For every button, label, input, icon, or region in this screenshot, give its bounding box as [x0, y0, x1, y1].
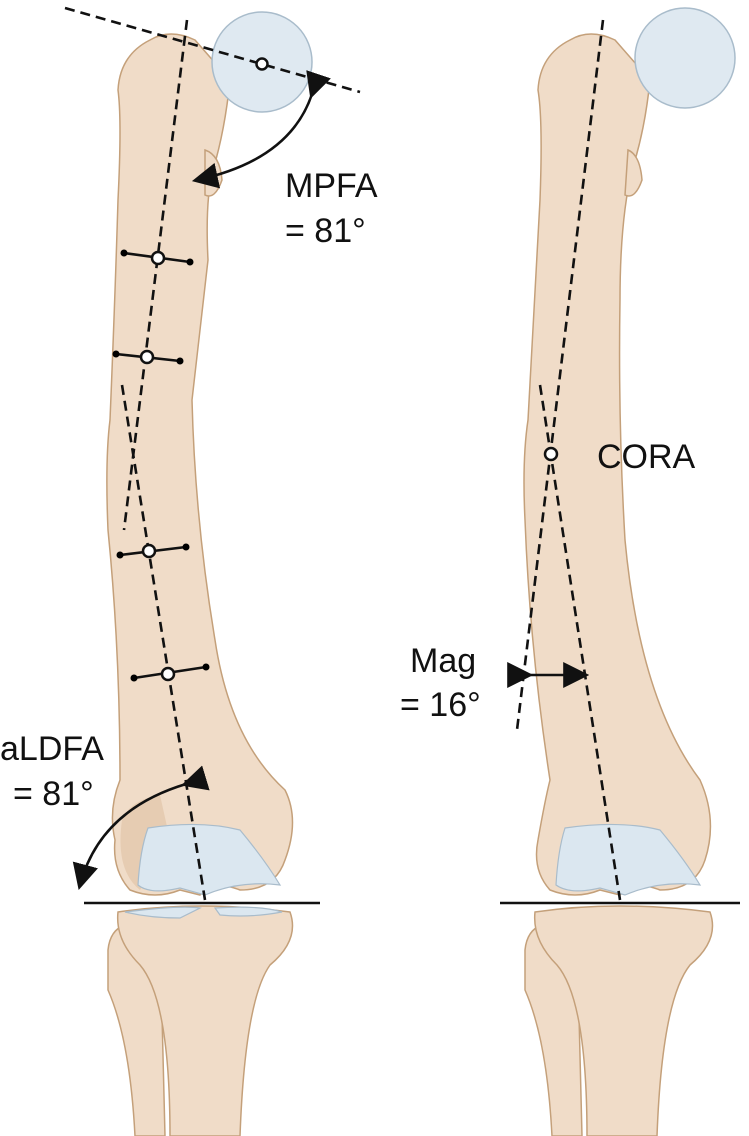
proximal-anatomic-axis — [515, 19, 605, 731]
left-annotations: MPFA = 81° aLDFA = 81° — [0, 6, 378, 905]
left-tibia — [107, 905, 294, 1136]
aldfa-label: aLDFA — [0, 730, 104, 768]
distal-anatomic-axis — [538, 384, 622, 901]
mpfa-angle-arrow — [191, 70, 331, 189]
mag-value: = 16° — [400, 686, 481, 724]
femoral-head-center — [255, 57, 269, 71]
aldfa-value: = 81° — [13, 775, 94, 813]
aldfa-angle-arrow — [72, 765, 210, 891]
mpfa-value: = 81° — [285, 212, 366, 250]
cora-point — [543, 446, 559, 462]
mag-label: Mag — [410, 642, 476, 680]
mpfa-label: MPFA — [285, 167, 378, 205]
left-femur — [106, 11, 313, 919]
diaphysis-midpoints — [112, 249, 210, 682]
femoral-neck-axis — [64, 6, 361, 94]
right-annotations: CORA Mag = 16° — [400, 19, 740, 905]
right-tibia — [524, 905, 714, 1136]
cora-label: CORA — [597, 438, 696, 476]
proximal-anatomic-axis — [122, 19, 189, 531]
